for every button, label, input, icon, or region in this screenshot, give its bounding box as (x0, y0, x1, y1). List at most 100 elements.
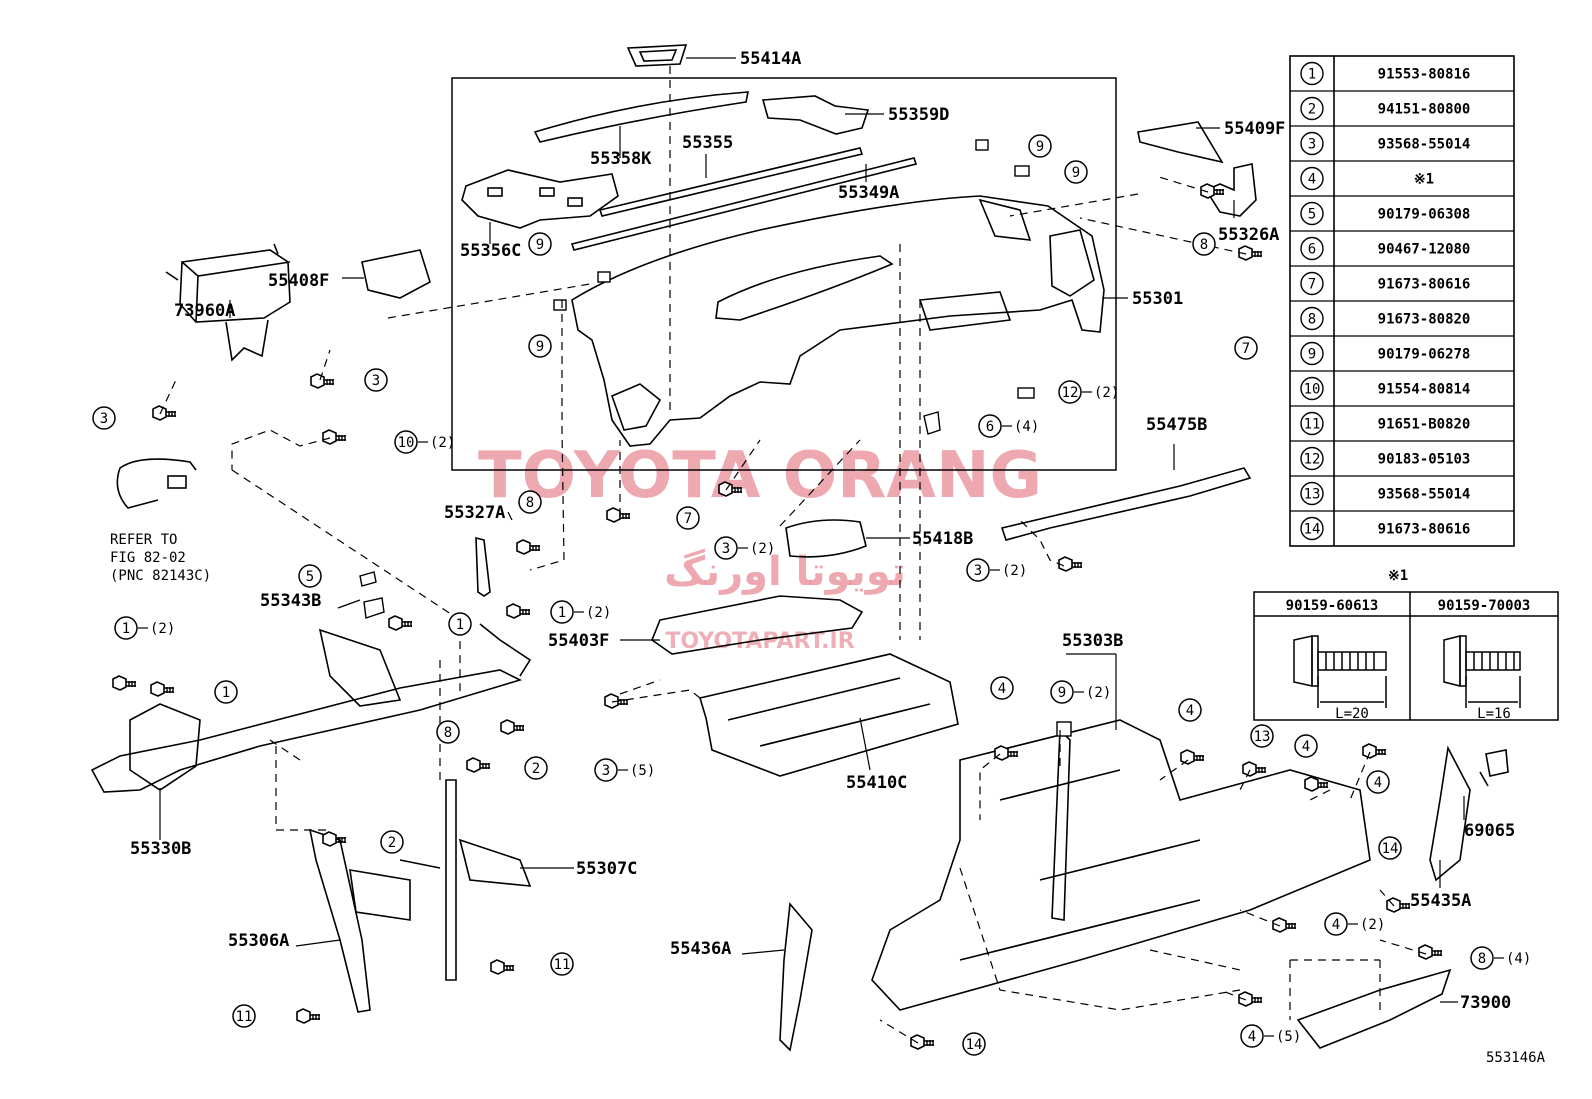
label-55475B: 55475B (1146, 415, 1207, 435)
bolt-sketch-2 (1443, 635, 1521, 708)
parts-table-part-number: 91651-B0820 (1378, 417, 1471, 433)
part-shape-55410C (698, 653, 959, 777)
label-55303B: 55303B (1062, 631, 1123, 651)
callout-1: 1 (448, 612, 472, 636)
parts-table-index: 8 (1308, 312, 1316, 328)
part-shape-55327A (475, 536, 491, 597)
watermark-latin: TOYOTA ORANG (478, 439, 1042, 513)
callout-number: 11 (554, 957, 571, 973)
parts-table-index: 7 (1308, 277, 1316, 293)
watermark: TOYOTA ORANG تویوتا اورنگ TOYOTAPART.IR (478, 439, 1042, 654)
note-table-mark: ※1 (1388, 568, 1408, 584)
callout-quantity: (2) (430, 435, 455, 451)
parts-table-part-number: 90179-06308 (1378, 207, 1471, 223)
label-55307C: 55307C (576, 859, 637, 879)
callout-4: 4 (1178, 698, 1202, 722)
callout-number: 4 (1186, 703, 1194, 719)
callout-number: 1 (222, 685, 230, 701)
callout-9: 9 (528, 232, 552, 256)
label-55356C: 55356C (460, 241, 521, 261)
parts-table-part-number: 91554-80814 (1378, 382, 1471, 398)
parts-table-index: 9 (1308, 347, 1316, 363)
parts-table-index: 3 (1308, 137, 1316, 153)
callout-3: 3(2) (966, 558, 1027, 582)
label-55408F: 55408F (268, 271, 329, 291)
label-55414A: 55414A (740, 49, 801, 69)
callout-11: 11 (550, 952, 574, 976)
callout-9: 9 (528, 334, 552, 358)
part-shape-55326A (1204, 163, 1257, 217)
label-55403F: 55403F (548, 631, 609, 651)
label-55358K: 55358K (590, 149, 652, 169)
callout-number: 8 (1478, 951, 1486, 967)
callout-quantity: (5) (630, 763, 655, 779)
callout-1: 1(2) (550, 600, 611, 624)
parts-table-index: 1 (1308, 67, 1316, 83)
callout-4: 4 (990, 676, 1014, 700)
parts-table-index: 4 (1308, 172, 1316, 188)
part-shape-55475B (1000, 467, 1252, 541)
callout-number: 9 (1058, 685, 1066, 701)
parts-table-index: 2 (1308, 102, 1316, 118)
callout-3: 3 (92, 406, 116, 430)
parts-table-part-number: 93568-55014 (1378, 487, 1471, 503)
callout-number: 3 (372, 373, 380, 389)
callout-number: 1 (456, 617, 464, 633)
callout-number: 7 (1242, 341, 1250, 357)
callout-number: 4 (1248, 1029, 1256, 1045)
callout-number: 2 (532, 761, 540, 777)
part-shape-55301 (571, 195, 1105, 447)
callout-number: 14 (1382, 841, 1399, 857)
parts-table-index: 11 (1304, 417, 1321, 433)
reference-note-line: REFER TO (110, 532, 177, 548)
callout-number: 4 (998, 681, 1006, 697)
note-table: ※1 90159-60613 90159-70003 L=20 L=16 (1253, 568, 1559, 722)
label-73960A: 73960A (174, 301, 235, 321)
callout-number: 8 (444, 725, 452, 741)
callout-4: 4 (1294, 734, 1318, 758)
callout-quantity: (2) (1094, 385, 1119, 401)
part-shape-55418B (785, 519, 867, 558)
callout-9: 9(2) (1050, 680, 1111, 704)
callout-3: 3(2) (714, 536, 775, 560)
callout-5: 5 (298, 564, 322, 588)
reference-note-line: (PNC 82143C) (110, 568, 211, 584)
label-55330B: 55330B (130, 839, 191, 859)
callout-quantity: (2) (1360, 917, 1385, 933)
callout-4: 4 (2) (1324, 912, 1385, 936)
label-55326A: 55326A (1218, 225, 1279, 245)
label-55301: 55301 (1132, 289, 1183, 309)
label-55436A: 55436A (670, 939, 731, 959)
label-69065: 69065 (1464, 821, 1515, 841)
parts-table-index: 10 (1304, 382, 1321, 398)
callout-number: 3 (602, 763, 610, 779)
callout-number: 9 (1072, 165, 1080, 181)
leader-lines (159, 57, 1465, 1003)
part-shape-55303B (871, 719, 1371, 1011)
label-55343B: 55343B (260, 591, 321, 611)
callout-number: 9 (536, 237, 544, 253)
fasteners (112, 183, 1443, 1050)
note-part-1: 90159-60613 (1286, 598, 1379, 614)
part-shape-55349A (570, 157, 918, 251)
parts-table-row: 4※1 (1290, 160, 1514, 191)
label-55435A: 55435A (1410, 891, 1471, 911)
callout-number: 3 (100, 411, 108, 427)
callout-number: 3 (722, 541, 730, 557)
callout-8: 8 (4) (1470, 946, 1531, 970)
callout-quantity: (2) (150, 621, 175, 637)
callout-quantity: (4) (1506, 951, 1531, 967)
part-shape-55359D (761, 95, 870, 135)
note-length-1: L=20 (1335, 706, 1369, 722)
callout-quantity: (2) (1002, 563, 1027, 579)
callout-3: 3 (364, 368, 388, 392)
callout-number: 2 (388, 835, 396, 851)
callout-number: 10 (398, 435, 415, 451)
callout-number: 4 (1332, 917, 1340, 933)
